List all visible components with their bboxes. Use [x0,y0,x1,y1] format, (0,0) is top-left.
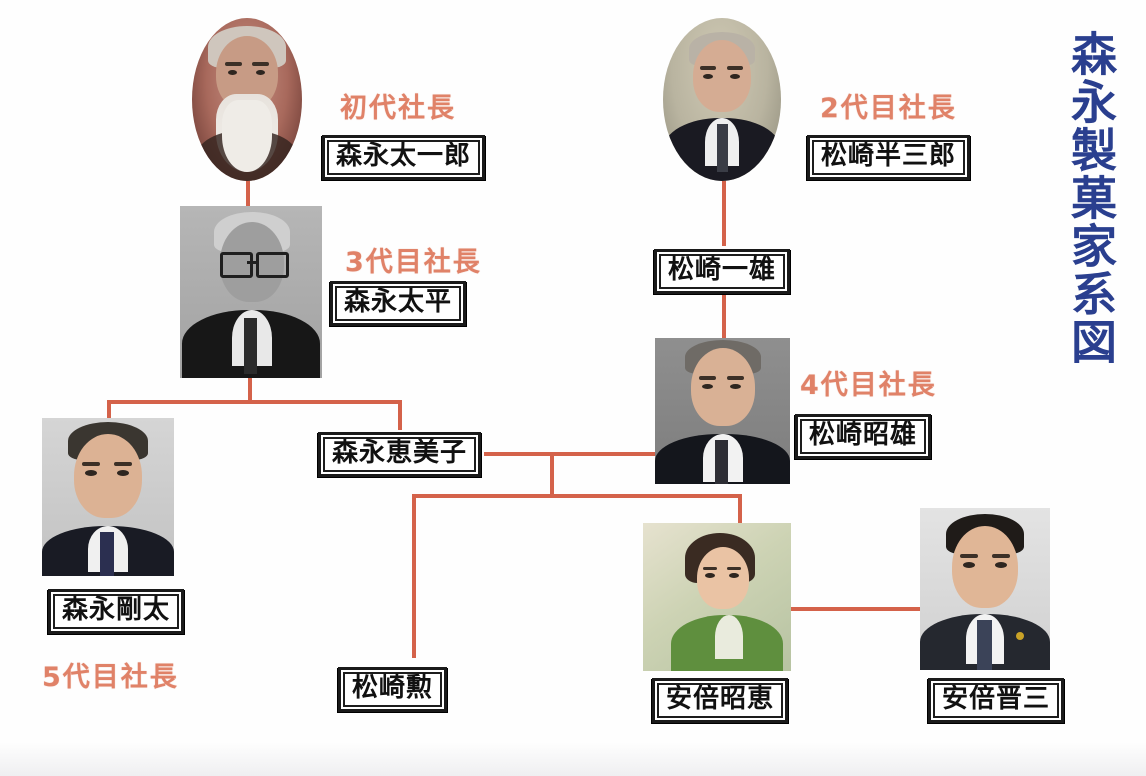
connector-kazuo-to-akio [722,292,726,340]
connector-marriage-emiko-akio [484,452,660,456]
connector-to-isao [412,494,416,658]
connector-marriage-akie-shinzo [790,607,920,611]
connector-tahei-drop [248,376,252,404]
connector-hanzaburo-to-kazuo [722,180,726,246]
name-plate-morinaga-taichiro[interactable]: 森永太一郎 [322,135,486,181]
name-plate-abe-akie[interactable]: 安倍昭恵 [652,678,789,724]
portrait-morinaga-tahei [180,206,322,378]
bottom-gradient [0,742,1146,776]
portrait-matsuzaki-hanzaburo [663,18,781,181]
rank-label-morinaga-gota: 5代目社長 [42,662,179,693]
name-plate-morinaga-tahei[interactable]: 森永太平 [330,281,467,327]
name-plate-matsuzaki-kazuo[interactable]: 松崎一雄 [654,249,791,295]
rank-label-morinaga-taichiro: 初代社長 [340,93,456,124]
name-plate-matsuzaki-akio[interactable]: 松崎昭雄 [795,414,932,460]
connector-to-akie [738,494,742,524]
portrait-abe-shinzo [920,508,1050,670]
portrait-morinaga-taichiro [192,18,302,181]
page-title: 森永製菓家系図 [1064,30,1118,366]
connector-children-drop [550,452,554,496]
name-plate-morinaga-gota[interactable]: 森永剛太 [48,589,185,635]
rank-label-matsuzaki-akio: 4代目社長 [800,370,937,401]
rank-label-morinaga-tahei: 3代目社長 [345,247,482,278]
connector-children-bar [412,494,742,498]
connector-sibling-bar [107,400,402,404]
portrait-matsuzaki-akio [655,338,790,484]
name-plate-matsuzaki-isao[interactable]: 松崎勲 [338,667,448,713]
name-plate-matsuzaki-hanzaburo[interactable]: 松崎半三郎 [807,135,971,181]
portrait-abe-akie [643,523,791,671]
name-plate-morinaga-emiko[interactable]: 森永恵美子 [318,432,482,478]
connector-to-emiko [398,400,402,430]
name-plate-abe-shinzo[interactable]: 安倍晋三 [928,678,1065,724]
portrait-morinaga-gota [42,418,174,576]
rank-label-matsuzaki-hanzaburo: 2代目社長 [820,93,957,124]
connector-taichiro-to-tahei [246,180,250,210]
connector-to-gota [107,400,111,420]
